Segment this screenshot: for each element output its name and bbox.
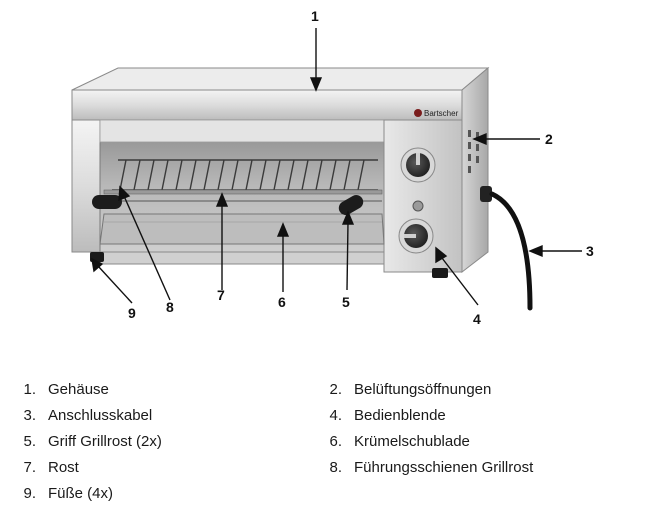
legend-label: Bedienblende	[354, 407, 446, 424]
legend-item: 7. Rost	[10, 459, 79, 477]
salamander-diagram: Bartscher	[71, 8, 594, 327]
control-knob-bottom	[398, 218, 434, 254]
legend-number: 8.	[329, 459, 342, 476]
callout-number: 7	[217, 287, 225, 303]
legend-item: 3. Anschlusskabel	[10, 407, 152, 425]
grill-handle-left	[92, 195, 122, 209]
legend-label: Griff Grillrost (2x)	[48, 433, 162, 450]
legend-item: 8. Führungsschienen Grillrost	[316, 459, 533, 477]
parts-legend: 1. Gehäuse 2. Belüftungsöffnungen 3. Anschl…	[0, 372, 650, 518]
brand-label: Bartscher	[424, 109, 459, 118]
callout-number: 2	[545, 131, 553, 147]
callout-number: 1	[311, 8, 319, 24]
legend-item: 9. Füße (4x)	[10, 485, 113, 503]
crumb-tray	[99, 213, 385, 245]
control-knob-top	[400, 147, 436, 183]
legend-item: 1. Gehäuse	[10, 381, 109, 399]
legend-item: 4. Bedienblende	[316, 407, 446, 425]
power-cable	[480, 186, 533, 311]
legend-item: 5. Griff Grillrost (2x)	[10, 433, 162, 451]
legend-number: 3.	[23, 407, 36, 424]
legend-number: 6.	[329, 433, 342, 450]
ventilation-slots	[468, 130, 479, 173]
legend-label: Belüftungsöffnungen	[354, 381, 492, 398]
legend-label: Anschlusskabel	[48, 407, 153, 424]
legend-label: Füße (4x)	[48, 485, 114, 502]
legend-number: 4.	[329, 407, 342, 424]
legend-number: 1.	[23, 381, 36, 398]
legend-item: 6. Krümelschublade	[316, 433, 470, 451]
legend-label: Führungsschienen Grillrost	[354, 459, 534, 476]
legend-item: 2. Belüftungsöffnungen	[316, 381, 491, 399]
callout-number: 6	[278, 294, 286, 310]
callout-number: 3	[586, 243, 594, 259]
legend-number: 2.	[329, 381, 342, 398]
callout-number: 8	[166, 299, 174, 315]
legend-label: Krümelschublade	[354, 433, 470, 450]
legend-label: Gehäuse	[48, 381, 109, 398]
legend-label: Rost	[48, 459, 79, 476]
legend-number: 7.	[23, 459, 36, 476]
callout-number: 4	[473, 311, 481, 327]
guide-rails	[103, 189, 383, 202]
grill-handle-right	[338, 195, 364, 215]
callout-leaders	[91, 28, 582, 306]
callout-number: 5	[342, 294, 350, 310]
callout-number: 9	[128, 305, 136, 321]
callout-numbers: 1 2 3 4 5 6 7 8 9	[128, 8, 594, 327]
brand-logo: Bartscher	[414, 109, 459, 118]
legend-number: 9.	[23, 485, 36, 502]
indicator-light	[412, 200, 424, 212]
legend-number: 5.	[23, 433, 36, 450]
